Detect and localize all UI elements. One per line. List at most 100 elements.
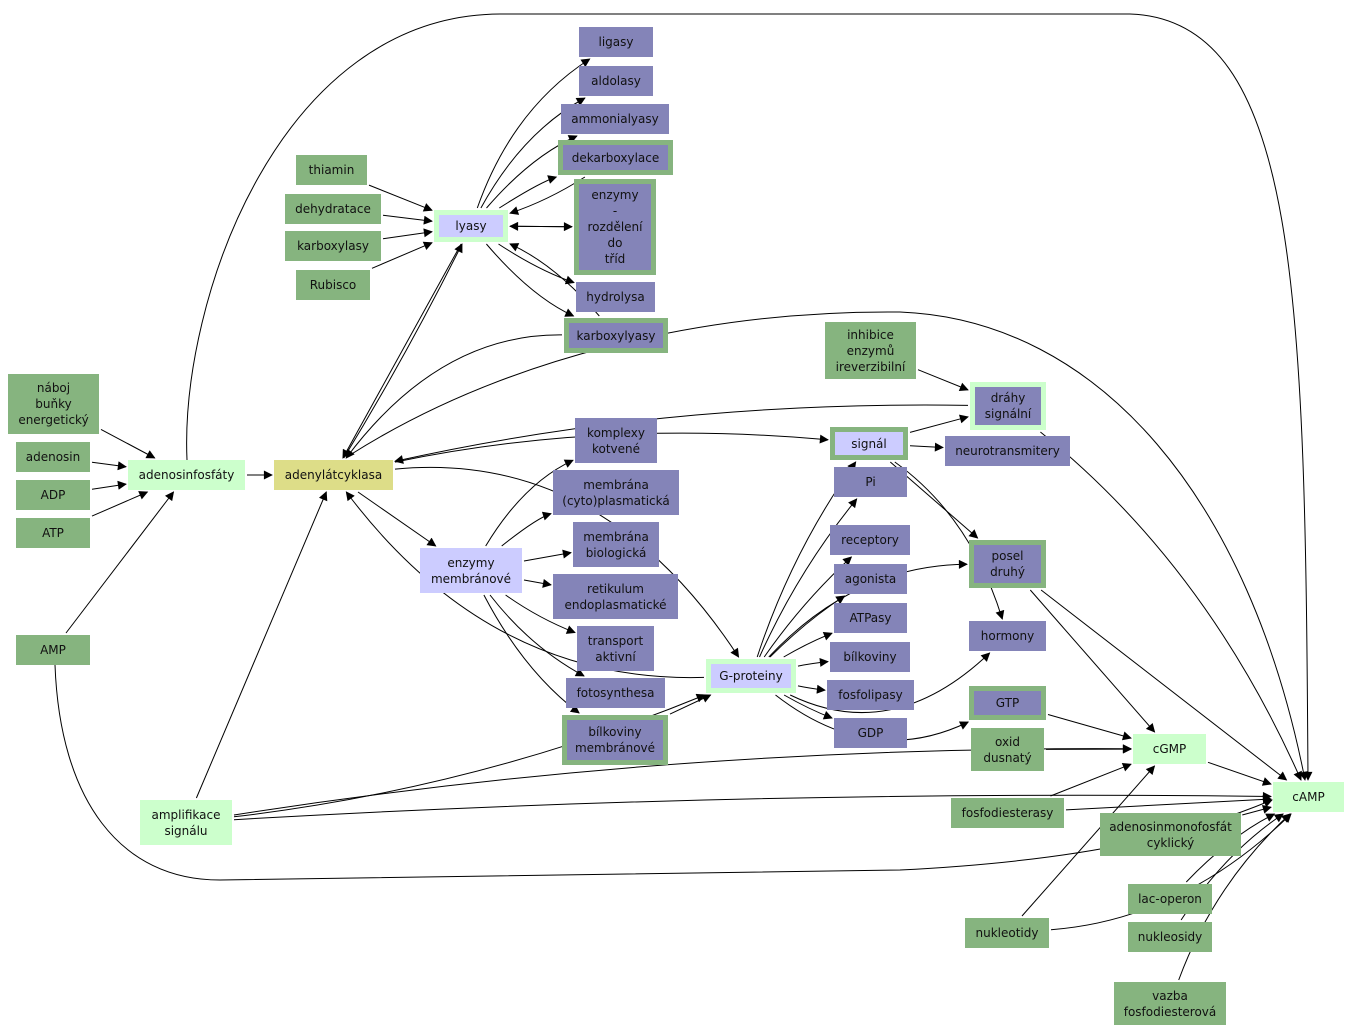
edge-bilkoviny-membranove-to-g-proteiny bbox=[669, 694, 712, 715]
node-adenosinfosfaty[interactable]: adenosinfosfáty bbox=[128, 460, 245, 490]
edge-adp-to-adenosinfosfaty bbox=[91, 480, 127, 490]
edge-adenosinmonofosfat-to-camp bbox=[1242, 804, 1272, 816]
node-amplifikace[interactable]: amplifikace signálu bbox=[140, 800, 232, 845]
edge-lyasy-to-ligasy bbox=[476, 58, 591, 209]
edge-g-proteiny-to-pi bbox=[759, 498, 858, 658]
node-karboxylyasy[interactable]: karboxylyasy bbox=[564, 318, 668, 353]
edge-enzymy-membranove-to-transport bbox=[505, 594, 576, 634]
node-enzymy-rozdeleni[interactable]: enzymy - rozdělení do tříd bbox=[574, 179, 656, 275]
node-nukleosidy[interactable]: nukleosidy bbox=[1128, 922, 1212, 952]
edge-adenylatcyklasa-to-enzymy-membranove bbox=[357, 491, 437, 547]
edge-adenylatcyklasa-to-lyasy bbox=[343, 243, 463, 459]
edge-signal-to-neurotransmitery bbox=[909, 442, 944, 452]
edge-lyasy-to-karboxylyasy bbox=[486, 243, 575, 317]
edge-posel-to-camp bbox=[1040, 589, 1288, 781]
edge-drahy-to-adenylatcyklasa bbox=[394, 404, 969, 464]
node-ligasy[interactable]: ligasy bbox=[579, 27, 653, 57]
edge-enzymy-membranove-to-retikulum bbox=[523, 579, 552, 588]
node-agonista[interactable]: agonista bbox=[834, 564, 907, 594]
node-hydrolysa[interactable]: hydrolysa bbox=[576, 282, 655, 312]
node-pi[interactable]: Pi bbox=[834, 467, 907, 497]
edge-karboxylasy-g-to-lyasy bbox=[382, 228, 433, 240]
edge-enzymy-membranove-to-komplexy bbox=[485, 459, 574, 547]
edge-g-proteiny-to-adenylatcyklasa bbox=[345, 491, 705, 679]
edge-cgmp-to-camp bbox=[1207, 761, 1272, 786]
node-vazba[interactable]: vazba fosfodiesterová bbox=[1114, 982, 1226, 1025]
edge-dehydratace-to-lyasy bbox=[382, 214, 433, 225]
edge-thiamin-to-lyasy bbox=[368, 184, 433, 212]
node-atp[interactable]: ATP bbox=[16, 518, 90, 548]
node-gtp[interactable]: GTP bbox=[969, 686, 1046, 720]
edge-g-proteiny-to-bilkoviny bbox=[797, 657, 829, 667]
node-komplexy[interactable]: komplexy kotvené bbox=[575, 418, 657, 463]
node-adenosinmonofosfat[interactable]: adenosinmonofosfát cyklický bbox=[1100, 813, 1241, 856]
edge-signal-to-drahy bbox=[909, 414, 969, 433]
node-dehydratace[interactable]: dehydratace bbox=[285, 194, 381, 224]
node-aldolasy[interactable]: aldolasy bbox=[579, 66, 653, 96]
node-cgmp[interactable]: cGMP bbox=[1133, 734, 1206, 764]
node-inhibice[interactable]: inhibice enzymů ireverzibilní bbox=[825, 322, 916, 379]
edge-gtp-to-cgmp bbox=[1047, 714, 1132, 741]
edge-nukleotidy-to-cgmp bbox=[1021, 765, 1156, 917]
node-atpasy[interactable]: ATPasy bbox=[834, 603, 907, 633]
edge-g-proteiny-to-fosfolipasy bbox=[797, 684, 826, 694]
edge-karboxylyasy-to-adenylatcyklasa bbox=[345, 334, 563, 459]
edge-adenosin-to-adenosinfosfaty bbox=[91, 461, 127, 471]
node-membrana-cyto[interactable]: membrána (cyto)plasmatická bbox=[553, 470, 679, 515]
edge-atp-to-adenosinfosfaty bbox=[91, 491, 149, 517]
node-adp[interactable]: ADP bbox=[16, 480, 90, 510]
node-neurotransmitery[interactable]: neurotransmitery bbox=[945, 436, 1070, 466]
node-thiamin[interactable]: thiamin bbox=[296, 155, 367, 185]
edge-enzymy-membranove-to-membrana-bio bbox=[523, 549, 572, 562]
edge-g-proteiny-to-gdp bbox=[783, 694, 833, 720]
edge-amplifikace-to-adenylatcyklasa bbox=[195, 491, 328, 799]
edge-drahy-to-camp bbox=[1040, 431, 1302, 781]
node-fotosynthesa[interactable]: fotosynthesa bbox=[566, 678, 665, 708]
edge-adenylatcyklasa-to-camp-top bbox=[349, 311, 1308, 781]
node-fosfodiesterasy[interactable]: fosfodiesterasy bbox=[951, 798, 1064, 828]
edge-signal-to-hormony bbox=[894, 461, 1005, 620]
edge-amplifikace-to-camp bbox=[233, 791, 1272, 821]
node-fosfolipasy[interactable]: fosfolipasy bbox=[827, 680, 914, 710]
node-drahy[interactable]: dráhy signální bbox=[970, 382, 1046, 430]
edge-naboj-to-adenosinfosfaty bbox=[100, 428, 156, 459]
node-ammonialyasy[interactable]: ammonialyasy bbox=[561, 104, 669, 134]
node-bilkoviny[interactable]: bílkoviny bbox=[830, 642, 910, 672]
node-hormony[interactable]: hormony bbox=[969, 621, 1046, 651]
node-bilkoviny-membranove[interactable]: bílkoviny membránové bbox=[562, 715, 668, 765]
edge-inhibice-to-drahy bbox=[917, 369, 969, 392]
node-posel[interactable]: posel druhý bbox=[969, 540, 1046, 588]
node-rubisco[interactable]: Rubisco bbox=[296, 270, 370, 300]
node-dekarboxylace[interactable]: dekarboxylace bbox=[558, 140, 673, 175]
node-g-proteiny[interactable]: G-proteiny bbox=[706, 659, 796, 693]
node-enzymy-membranove[interactable]: enzymy membránové bbox=[420, 548, 522, 593]
edge-rubisco-to-lyasy bbox=[371, 241, 433, 269]
edge-lyasy-to-hydrolysa bbox=[498, 243, 575, 285]
node-adenosin[interactable]: adenosin bbox=[16, 442, 90, 472]
node-receptory[interactable]: receptory bbox=[830, 525, 910, 555]
node-gdp[interactable]: GDP bbox=[834, 718, 907, 748]
node-oxid[interactable]: oxid dusnatý bbox=[971, 728, 1044, 771]
node-camp[interactable]: cAMP bbox=[1273, 782, 1344, 812]
edge-posel-to-cgmp bbox=[1029, 589, 1156, 733]
node-transport[interactable]: transport aktivní bbox=[577, 626, 654, 671]
node-nukleotidy[interactable]: nukleotidy bbox=[965, 918, 1049, 948]
edge-g-proteiny-to-atpasy bbox=[783, 632, 833, 658]
edge-adenosinfosfaty-to-camp bbox=[186, 13, 1313, 781]
edge-enzymy-membranove-to-fotosynthesa bbox=[489, 594, 585, 677]
node-amp[interactable]: AMP bbox=[16, 635, 90, 665]
edge-fosfodiesterasy-to-camp bbox=[1065, 794, 1272, 811]
node-lac-operon[interactable]: lac-operon bbox=[1128, 884, 1212, 914]
node-retikulum[interactable]: retikulum endoplasmatické bbox=[553, 574, 678, 619]
edge-lyasy-to-adenylatcyklasa bbox=[342, 243, 462, 459]
node-karboxylasy-g[interactable]: karboxylasy bbox=[285, 231, 381, 261]
node-lyasy[interactable]: lyasy bbox=[434, 210, 508, 242]
node-adenylatcyklasa[interactable]: adenylátcyklasa bbox=[274, 460, 393, 490]
node-naboj[interactable]: náboj buňky energetický bbox=[8, 374, 99, 434]
edge-lyasy-to-dekarboxylace bbox=[499, 175, 558, 209]
node-signal[interactable]: signál bbox=[830, 427, 908, 460]
edge-fosfodiesterasy-to-cgmp bbox=[1050, 762, 1132, 797]
edge-amp-to-adenosinfosfaty bbox=[65, 491, 175, 634]
node-membrana-bio[interactable]: membrána biologická bbox=[573, 522, 659, 567]
